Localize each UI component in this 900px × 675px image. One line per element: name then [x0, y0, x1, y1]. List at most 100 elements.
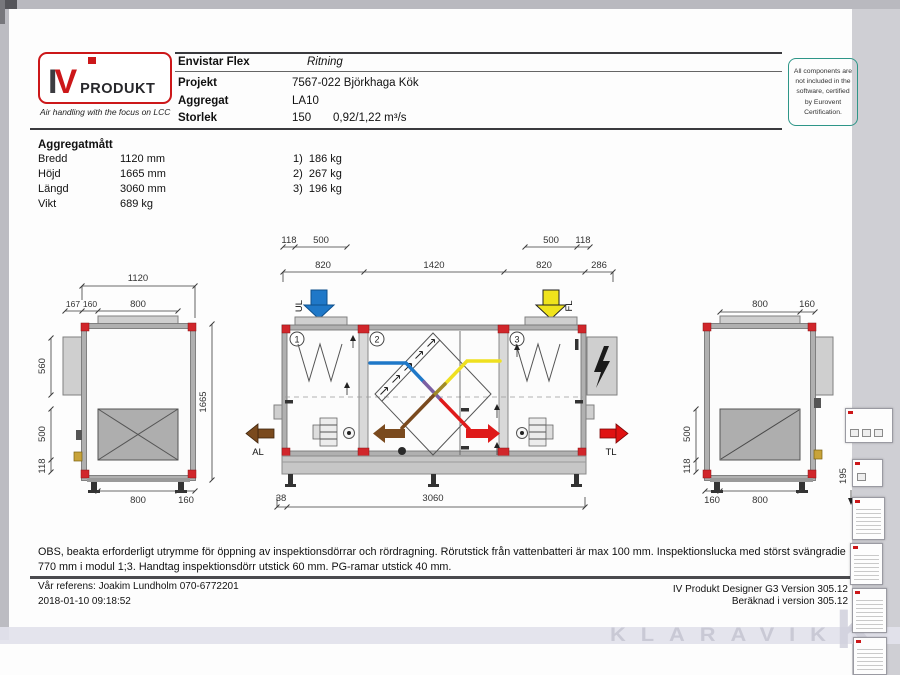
- project-label: Projekt: [178, 77, 217, 89]
- thumbnail-logo-mark: [853, 546, 858, 549]
- dim-front-118-right: 118: [575, 235, 590, 246]
- page-thumbnail[interactable]: [845, 408, 893, 443]
- document-type: Ritning: [307, 56, 343, 68]
- dim-right-195: 195: [838, 468, 849, 484]
- weight-label: Vikt: [38, 198, 57, 210]
- fan-module3: [516, 417, 554, 447]
- dim-front-820b: 820: [536, 260, 552, 271]
- outdoor-air-arrow: [302, 289, 336, 320]
- logo-letter-v: V: [54, 63, 78, 102]
- dim-front-500-left: 500: [313, 235, 329, 246]
- logo-tagline: Air handling with the focus on LCC: [40, 107, 171, 117]
- page-thumbnail[interactable]: [852, 459, 883, 487]
- module-weight-1: 1) 186 kg: [293, 153, 342, 165]
- lightning-icon: [594, 346, 610, 388]
- dim-front-286: 286: [591, 260, 607, 271]
- exhaust-air-arrow: [245, 423, 275, 444]
- dim-front-820a: 820: [315, 260, 331, 271]
- header-rule-top: [175, 52, 782, 54]
- project-value: 7567-022 Björkhaga Kök: [292, 77, 419, 89]
- footer-datetime: 2018-01-10 09:18:52: [38, 596, 131, 607]
- right-view-dimensions: 800 160 500 118 160 800 195: [682, 299, 854, 506]
- footer-software: IV Produkt Designer G3 Version 305.12: [672, 584, 848, 595]
- module-1-number: 1: [294, 335, 299, 345]
- drain-point: [398, 447, 406, 455]
- page-thumbnail[interactable]: [852, 497, 885, 540]
- product-name: Envistar Flex: [178, 56, 250, 68]
- dim-front-500-right: 500: [543, 235, 559, 246]
- length-label: Längd: [38, 183, 69, 195]
- viewer-background-left: [0, 0, 9, 640]
- eurovent-cert-note: All components are not included in the s…: [788, 58, 858, 126]
- module-3-number: 3: [514, 335, 519, 345]
- electric-box: [586, 336, 618, 396]
- header-rule-bottom: [30, 128, 782, 130]
- unit-value: LA10: [292, 95, 319, 107]
- logo-square-icon: [88, 57, 96, 64]
- exhaust-inner-arrow: [373, 424, 405, 443]
- dim-front-118-left: 118: [281, 235, 296, 246]
- dim-right-118: 118: [682, 458, 693, 473]
- header-rule-mid: [175, 71, 782, 72]
- module-weight-2: 2) 267 kg: [293, 168, 342, 180]
- airflow-value: 0,92/1,22 m³/s: [333, 112, 407, 124]
- viewer-corner-edge: [0, 0, 5, 24]
- logo-letter-i: I: [48, 63, 58, 102]
- page-thumbnail[interactable]: [850, 543, 883, 585]
- height-label: Höjd: [38, 168, 61, 180]
- inspection-hatch-cross: [97, 408, 179, 461]
- front-view-dimensions-top: 118 500 500 118 820 1420 820 286: [280, 235, 616, 282]
- thumbnail-logo-mark: [848, 411, 853, 414]
- thumbnail-logo-mark: [855, 462, 860, 465]
- thumbnail-logo-mark: [855, 591, 860, 594]
- size-label: Storlek: [178, 112, 217, 124]
- filter-symbol-module1: [297, 342, 343, 383]
- size-value: 150: [292, 112, 312, 124]
- dim-front-38: 38: [276, 493, 287, 504]
- dim-left-160: 160: [83, 299, 97, 309]
- label-fl: FL: [564, 300, 575, 311]
- dim-left-width: 1120: [128, 273, 148, 284]
- viewer-background-top: [0, 0, 900, 9]
- width-label: Bredd: [38, 153, 68, 165]
- label-al: AL: [252, 447, 264, 458]
- dim-right-160-bottom: 160: [704, 495, 720, 506]
- right-side-view: 800 160 500 118 160 800 195: [682, 299, 854, 506]
- module-2-number: 2: [374, 335, 379, 345]
- dim-right-160-top: 160: [799, 299, 815, 310]
- dim-front-1420: 1420: [423, 260, 444, 271]
- height-value: 1665 mm: [120, 168, 166, 180]
- dim-left-800-bottom: 800: [130, 495, 146, 506]
- filter-symbol-module3: [515, 342, 561, 383]
- thumbnail-logo-mark: [856, 640, 861, 643]
- dim-right-800-top: 800: [752, 299, 768, 310]
- logo-brand-name: PRODUKT: [80, 81, 156, 97]
- weight-value: 689 kg: [120, 198, 154, 210]
- front-view: 118 500 500 118 820 1420 820 286: [245, 235, 629, 510]
- supply-inner-arrow: [466, 424, 500, 443]
- page-thumbnail[interactable]: [853, 637, 887, 675]
- watermark-band: [0, 627, 900, 644]
- module-weight-3: 3) 196 kg: [293, 183, 342, 195]
- label-ul: UL: [294, 300, 305, 312]
- dim-left-500: 500: [37, 426, 48, 442]
- left-side-view: 1120 167 160 800 560 500 118 1665: [37, 273, 215, 506]
- dim-left-118: 118: [37, 458, 48, 473]
- obs-note: OBS, beakta erforderligt utrymme för öpp…: [38, 546, 846, 573]
- footer-calc-version: Beräknad i version 305.12: [731, 596, 848, 607]
- measurements-title: Aggregatmått: [38, 139, 113, 151]
- dim-left-160-bottom: 160: [178, 495, 194, 506]
- dim-right-800-bottom: 800: [752, 495, 768, 506]
- watermark-text: KLARAVIK: [610, 625, 841, 646]
- dim-front-3060: 3060: [422, 493, 443, 504]
- length-value: 3060 mm: [120, 183, 166, 195]
- left-view-dimensions: 1120 167 160 800 560 500 118 1665: [37, 273, 215, 506]
- supply-air-arrow: [599, 423, 629, 444]
- dim-left-800-top: 800: [130, 299, 146, 310]
- dim-left-height-total: 1665: [198, 391, 209, 412]
- footer-separator: [30, 576, 852, 579]
- airflow-lines: [368, 359, 502, 431]
- page-thumbnail[interactable]: [852, 588, 887, 633]
